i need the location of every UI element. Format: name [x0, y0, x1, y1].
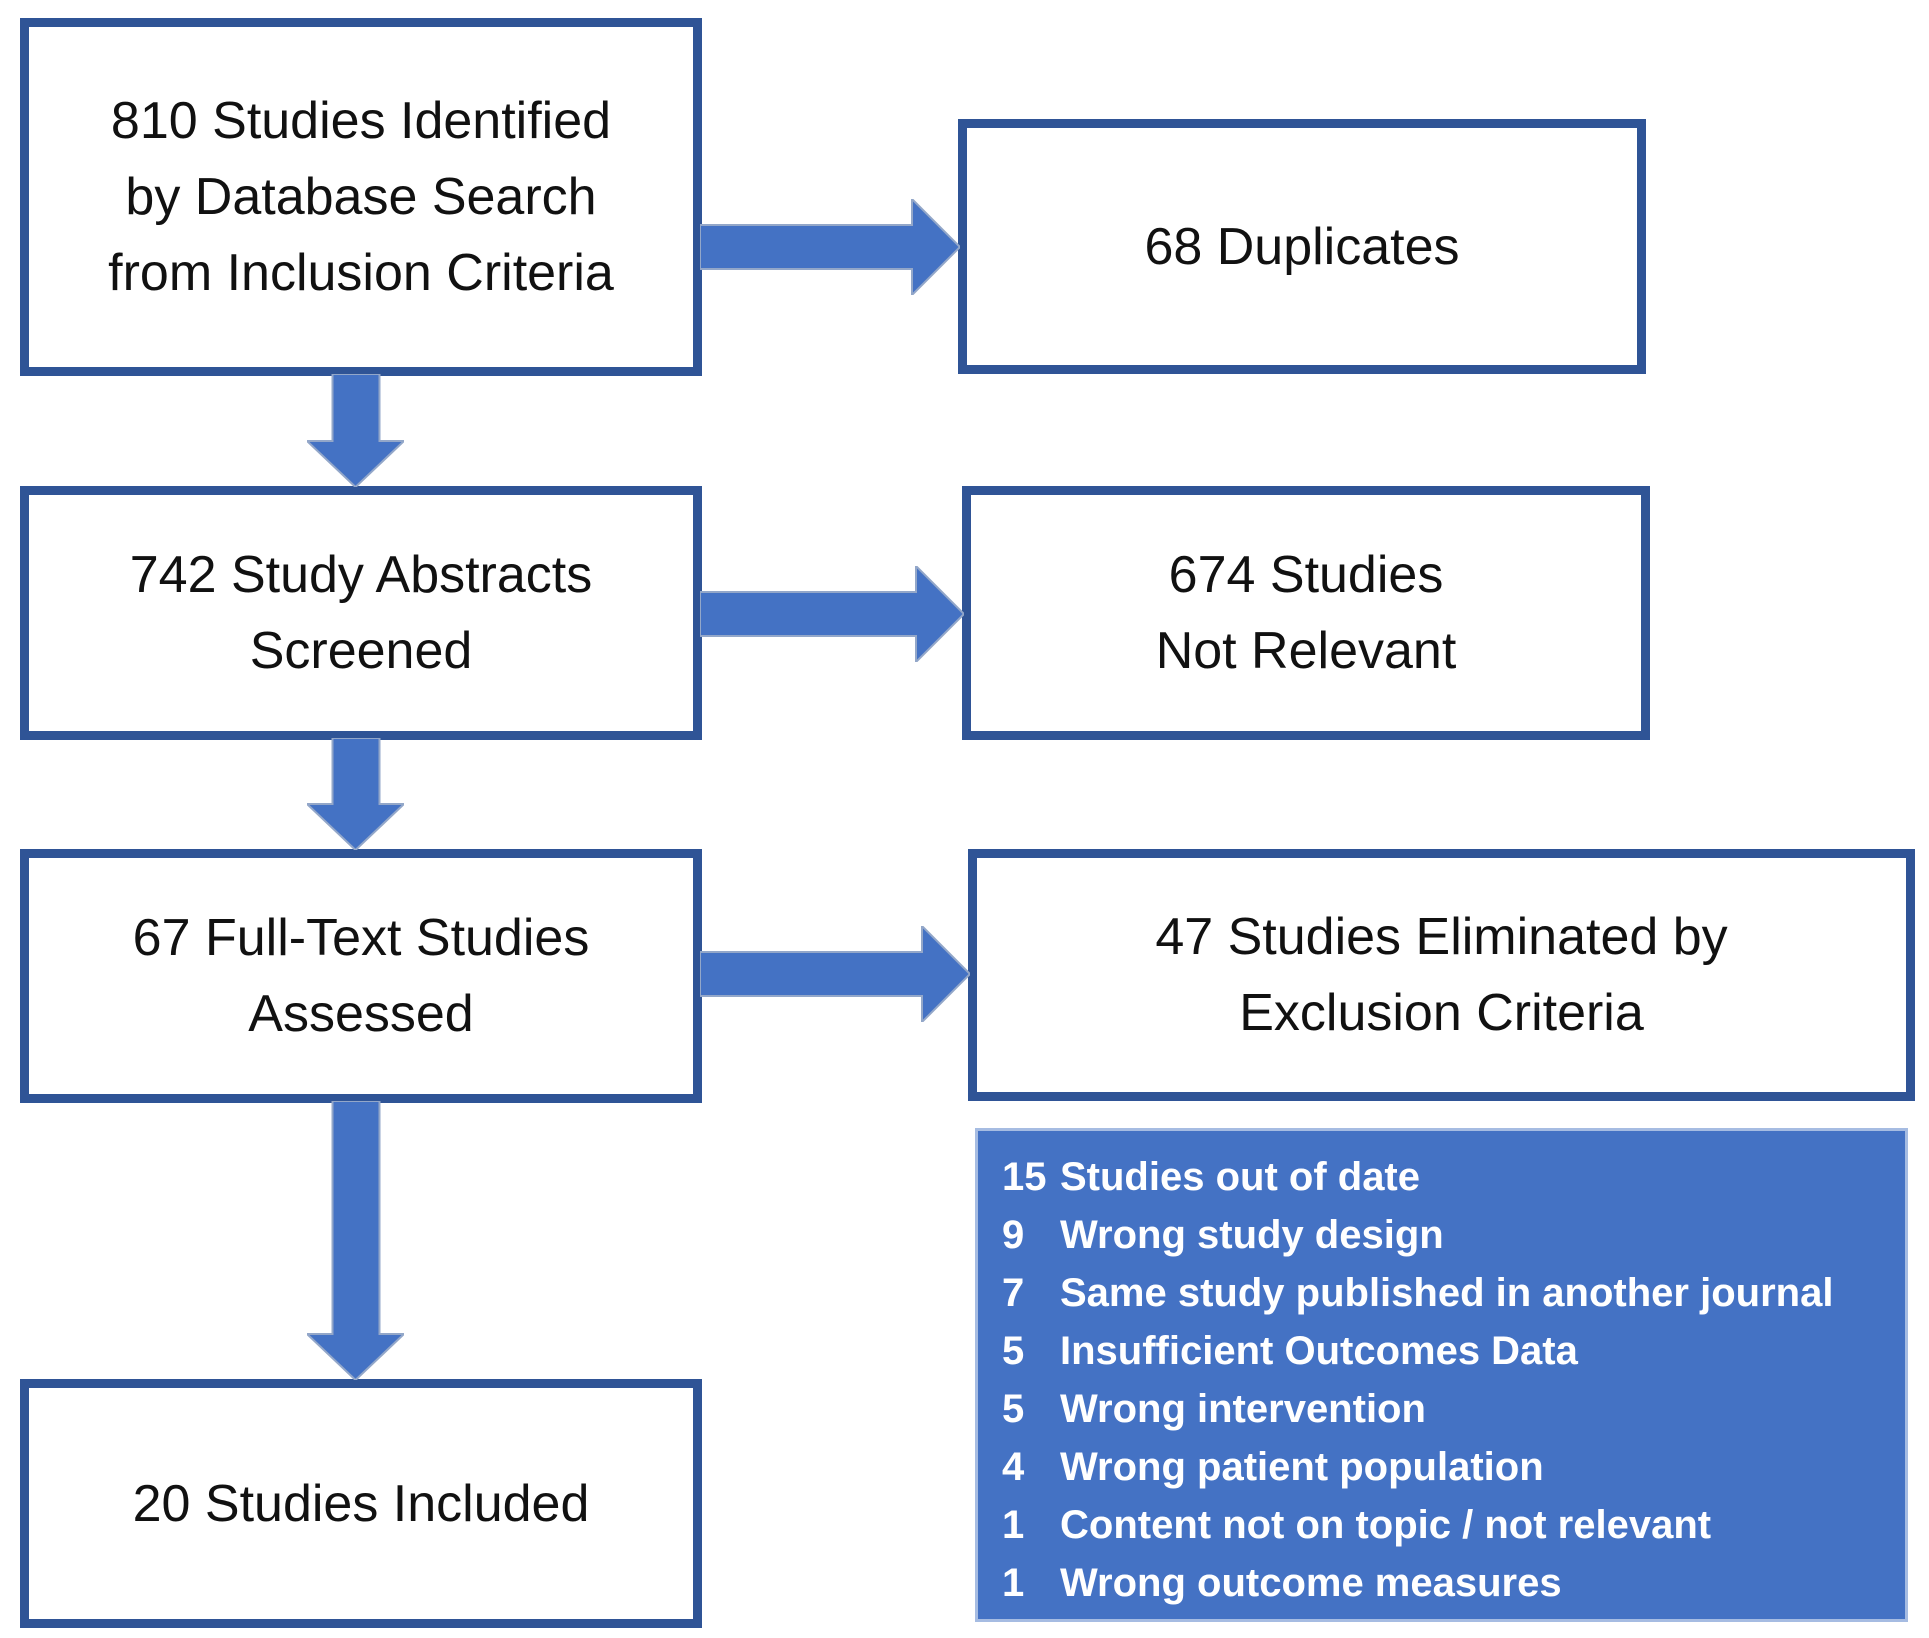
node-label-line: from Inclusion Criteria	[108, 244, 614, 302]
node-label-line: 674 Studies	[1168, 546, 1444, 604]
node-label: 20 Studies Included	[29, 1466, 693, 1542]
node-label: 742 Study Abstracts Screened	[29, 537, 693, 689]
node-label: 68 Duplicates	[967, 209, 1637, 285]
exclusion-reason-row: 4 Wrong patient population	[1002, 1438, 1891, 1496]
node-label-line: by Database Search	[125, 168, 597, 226]
node-label: 810 Studies Identified by Database Searc…	[29, 83, 693, 311]
exclusion-reason-row: 1 Wrong outcome measures	[1002, 1554, 1891, 1612]
exclusion-reason-label: Insufficient Outcomes Data	[1060, 1328, 1578, 1373]
exclusion-reason-count: 9	[1002, 1212, 1025, 1257]
node-studies-not-relevant: 674 Studies Not Relevant	[962, 486, 1650, 740]
arrow-down-icon	[307, 374, 404, 487]
exclusion-reason-count: 1	[1002, 1560, 1025, 1605]
arrow-right-icon	[700, 566, 964, 662]
exclusion-reason-label: Wrong patient population	[1060, 1444, 1544, 1489]
exclusion-reason-row: 1 Content not on topic / not relevant	[1002, 1496, 1891, 1554]
node-abstracts-screened: 742 Study Abstracts Screened	[20, 486, 702, 740]
exclusion-reason-label: Wrong outcome measures	[1060, 1560, 1562, 1605]
exclusion-reason-count: 5	[1002, 1328, 1025, 1373]
exclusion-reason-row: 5 Insufficient Outcomes Data	[1002, 1322, 1891, 1380]
node-label-line: 810 Studies Identified	[110, 92, 612, 150]
exclusion-reason-row: 5 Wrong intervention	[1002, 1380, 1891, 1438]
exclusion-reason-label: Wrong intervention	[1060, 1386, 1426, 1431]
exclusion-reason-row: 9 Wrong study design	[1002, 1206, 1891, 1264]
node-label-line: Not Relevant	[1155, 622, 1457, 680]
exclusion-reason-count: 5	[1002, 1386, 1025, 1431]
exclusion-reason-row: 15 Studies out of date	[1002, 1148, 1891, 1206]
node-label: 674 Studies Not Relevant	[971, 537, 1641, 689]
exclusion-reason-count: 15	[1002, 1154, 1047, 1199]
node-label-line: 20 Studies Included	[132, 1474, 590, 1533]
node-label-line: Assessed	[248, 985, 474, 1043]
exclusion-reason-label: Wrong study design	[1060, 1212, 1444, 1257]
node-full-text-assessed: 67 Full-Text Studies Assessed	[20, 849, 702, 1103]
node-label-line: 47 Studies Eliminated by	[1155, 908, 1728, 966]
arrow-down-icon	[307, 738, 404, 850]
exclusion-reason-count: 1	[1002, 1502, 1025, 1547]
arrow-down-icon	[307, 1101, 404, 1380]
node-duplicates: 68 Duplicates	[958, 119, 1646, 374]
exclusion-reason-count: 7	[1002, 1270, 1025, 1315]
exclusion-reason-label: Studies out of date	[1060, 1154, 1420, 1199]
node-label: 47 Studies Eliminated by Exclusion Crite…	[977, 899, 1906, 1051]
node-label-line: Screened	[249, 622, 473, 680]
arrow-right-icon	[700, 199, 960, 295]
exclusion-reason-count: 4	[1002, 1444, 1025, 1489]
node-studies-identified: 810 Studies Identified by Database Searc…	[20, 18, 702, 376]
node-label-line: Exclusion Criteria	[1239, 984, 1644, 1042]
arrow-right-icon	[700, 926, 970, 1022]
node-studies-eliminated: 47 Studies Eliminated by Exclusion Crite…	[968, 849, 1915, 1101]
node-label-line: 68 Duplicates	[1144, 217, 1460, 276]
node-label-line: 742 Study Abstracts	[129, 546, 593, 604]
panel-exclusion-reasons: 15 Studies out of date 9 Wrong study des…	[975, 1128, 1908, 1622]
node-label: 67 Full-Text Studies Assessed	[29, 900, 693, 1052]
node-label-line: 67 Full-Text Studies	[132, 909, 590, 967]
node-studies-included: 20 Studies Included	[20, 1379, 702, 1628]
exclusion-reason-label: Content not on topic / not relevant	[1060, 1502, 1712, 1547]
exclusion-reason-label: Same study published in another journal	[1060, 1270, 1834, 1315]
exclusion-reason-row: 7 Same study published in another journa…	[1002, 1264, 1891, 1322]
